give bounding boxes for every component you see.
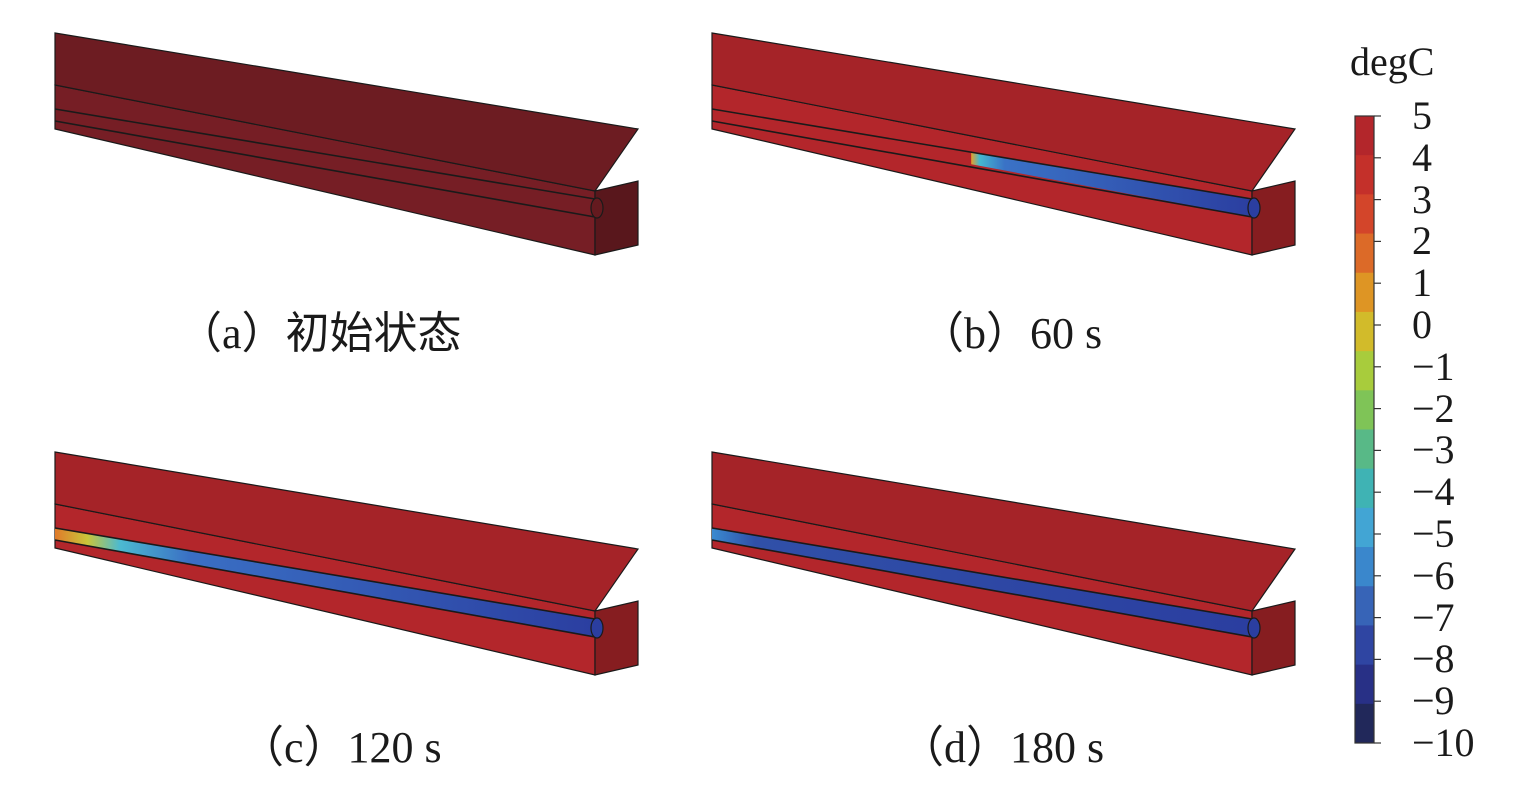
beam-top-face [711,32,1297,192]
beam-end-face [1251,180,1296,256]
colorbar-segment [1355,429,1374,470]
caption-a: （a）初始状态 [178,309,462,358]
colorbar-tick-label: 0 [1412,302,1432,347]
colorbar-tick-label: −9 [1412,678,1455,724]
cold-fluid-region [712,528,1252,637]
colorbar-segment [1355,390,1374,430]
beam-top-face [711,451,1297,612]
colorbar-tick-label: 3 [1412,176,1432,222]
colorbar-segment [1355,233,1374,274]
colorbar-segment [1355,625,1374,666]
colorbar-unit: degC [1350,39,1435,84]
colorbar-tick-label: −10 [1412,720,1475,765]
colorbar-tick-label: −8 [1412,636,1455,682]
colorbar [1354,115,1381,744]
colorbar-tick-label: −1 [1412,343,1455,389]
beam-end-face [594,180,639,256]
channel-lower-edge [54,539,596,638]
cold-fluid-region [971,152,1252,217]
channel-lower-edge [54,120,596,218]
beam-end-face [594,600,639,676]
channel-upper-edge [711,108,1253,200]
channel-upper-edge [54,527,596,620]
beam-top-face [54,32,640,192]
channel-upper-edge [54,108,596,200]
colorbar-tick-label: −3 [1412,427,1455,473]
beam-top-face [54,451,640,612]
channel-lower-edge [711,539,1253,638]
colorbar-segment [1355,703,1374,744]
colorbar-segment [1355,664,1374,705]
beam-end-face [1251,600,1296,676]
pipe-outlet [1247,197,1261,219]
colorbar-tick-label: −2 [1412,385,1455,431]
colorbar-segment [1355,468,1374,509]
colorbar-tick-label: 5 [1412,93,1432,138]
beam-c [54,451,640,676]
beam-d [711,451,1297,676]
colorbar-segment [1355,586,1374,626]
colorbar-segment [1355,311,1374,352]
channel-lower-edge [711,120,1253,218]
colorbar-segment [1355,116,1374,156]
pipe-outlet [590,617,604,639]
colorbar-segment [1355,351,1374,391]
beam-b [711,32,1297,256]
colorbar-segment [1355,547,1374,587]
pipe-outlet [590,197,604,219]
channel-upper-edge [711,527,1253,620]
colorbar-segment [1355,194,1374,235]
colorbar-segment [1355,507,1374,548]
colorbar-tick-label: −4 [1412,469,1455,515]
colorbar-tick-label: 1 [1412,260,1432,306]
colorbar-tick-label: 2 [1412,218,1432,264]
caption-d: （d）180 s [900,723,1105,772]
caption-b: （b）60 s [920,309,1103,358]
colorbar-segment [1355,272,1374,313]
colorbar-frame [1354,115,1375,744]
colorbar-segment [1355,155,1374,195]
colorbar-tick-label: −6 [1412,552,1455,598]
colorbar-tick-label: −7 [1412,594,1455,640]
pipe-outlet [1247,617,1261,639]
colorbar-tick-label: 4 [1412,134,1432,180]
cold-fluid-region [55,528,595,637]
colorbar-tick-label: −5 [1412,511,1455,556]
beam-a [54,32,640,256]
caption-c: （c）120 s [240,723,442,772]
